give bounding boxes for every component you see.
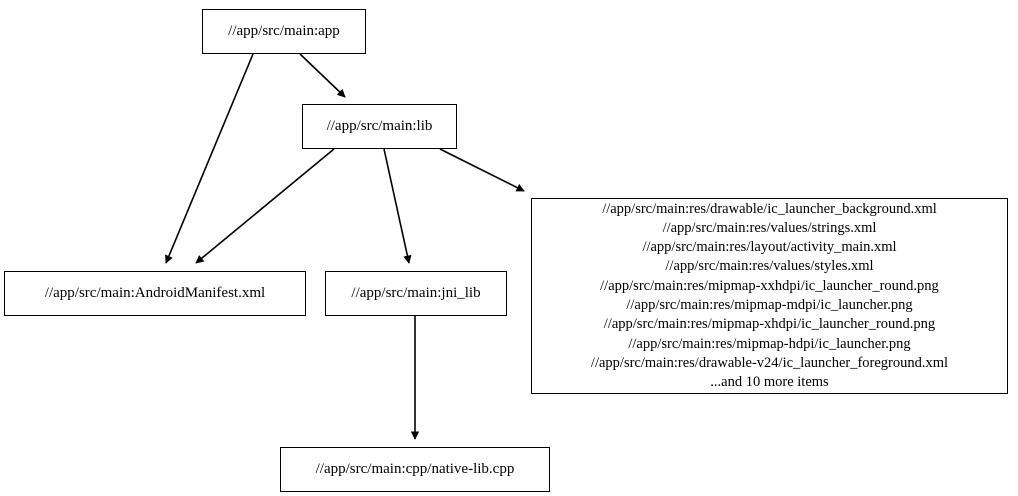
- node-app[interactable]: //app/src/main:app: [202, 9, 366, 54]
- node-res-group-line-0: //app/src/main:res/drawable/ic_launcher_…: [602, 200, 937, 217]
- node-res-group-line-5: //app/src/main:res/mipmap-mdpi/ic_launch…: [626, 297, 913, 313]
- node-res-group[interactable]: //app/src/main:res/drawable/ic_launcher_…: [531, 198, 1008, 394]
- node-res-group-line-8: //app/src/main:res/drawable-v24/ic_launc…: [590, 354, 949, 371]
- node-res-group-line-1: //app/src/main:res/values/strings.xml: [662, 219, 877, 236]
- node-native-lib-label: //app/src/main:cpp/native-lib.cpp: [315, 461, 515, 477]
- node-lib[interactable]: //app/src/main:lib: [302, 104, 457, 149]
- edge-app-to-manifest: [165, 53, 254, 264]
- node-jni-lib[interactable]: //app/src/main:jni_lib: [325, 271, 507, 316]
- node-res-group-label-lines: //app/src/main:res/drawable/ic_launcher_…: [591, 200, 948, 393]
- node-res-group-line-3: //app/src/main:res/values/styles.xml: [665, 258, 874, 275]
- node-res-group-line-4: //app/src/main:res/mipmap-xxhdpi/ic_laun…: [600, 277, 939, 294]
- edge-lib-to-jni-lib: [383, 148, 412, 264]
- node-res-group-line-9: ...and 10 more items: [710, 374, 829, 391]
- edge-app-to-lib: [299, 53, 346, 98]
- node-res-group-line-2: //app/src/main:res/layout/activity_main.…: [642, 239, 897, 256]
- edge-lib-to-res-group: [439, 148, 525, 192]
- node-jni-lib-label: //app/src/main:jni_lib: [351, 285, 481, 301]
- node-res-group-line-6: //app/src/main:res/mipmap-xhdpi/ic_launc…: [603, 316, 936, 333]
- node-res-group-line-7: //app/src/main:res/mipmap-hdpi/ic_launch…: [628, 335, 911, 352]
- node-app-label: //app/src/main:app: [228, 23, 340, 39]
- node-android-manifest[interactable]: //app/src/main:AndroidManifest.xml: [4, 271, 306, 316]
- node-lib-label: //app/src/main:lib: [326, 118, 433, 134]
- edge-lib-to-manifest: [195, 148, 335, 264]
- node-native-lib[interactable]: //app/src/main:cpp/native-lib.cpp: [280, 447, 550, 492]
- node-android-manifest-label: //app/src/main:AndroidManifest.xml: [44, 285, 266, 301]
